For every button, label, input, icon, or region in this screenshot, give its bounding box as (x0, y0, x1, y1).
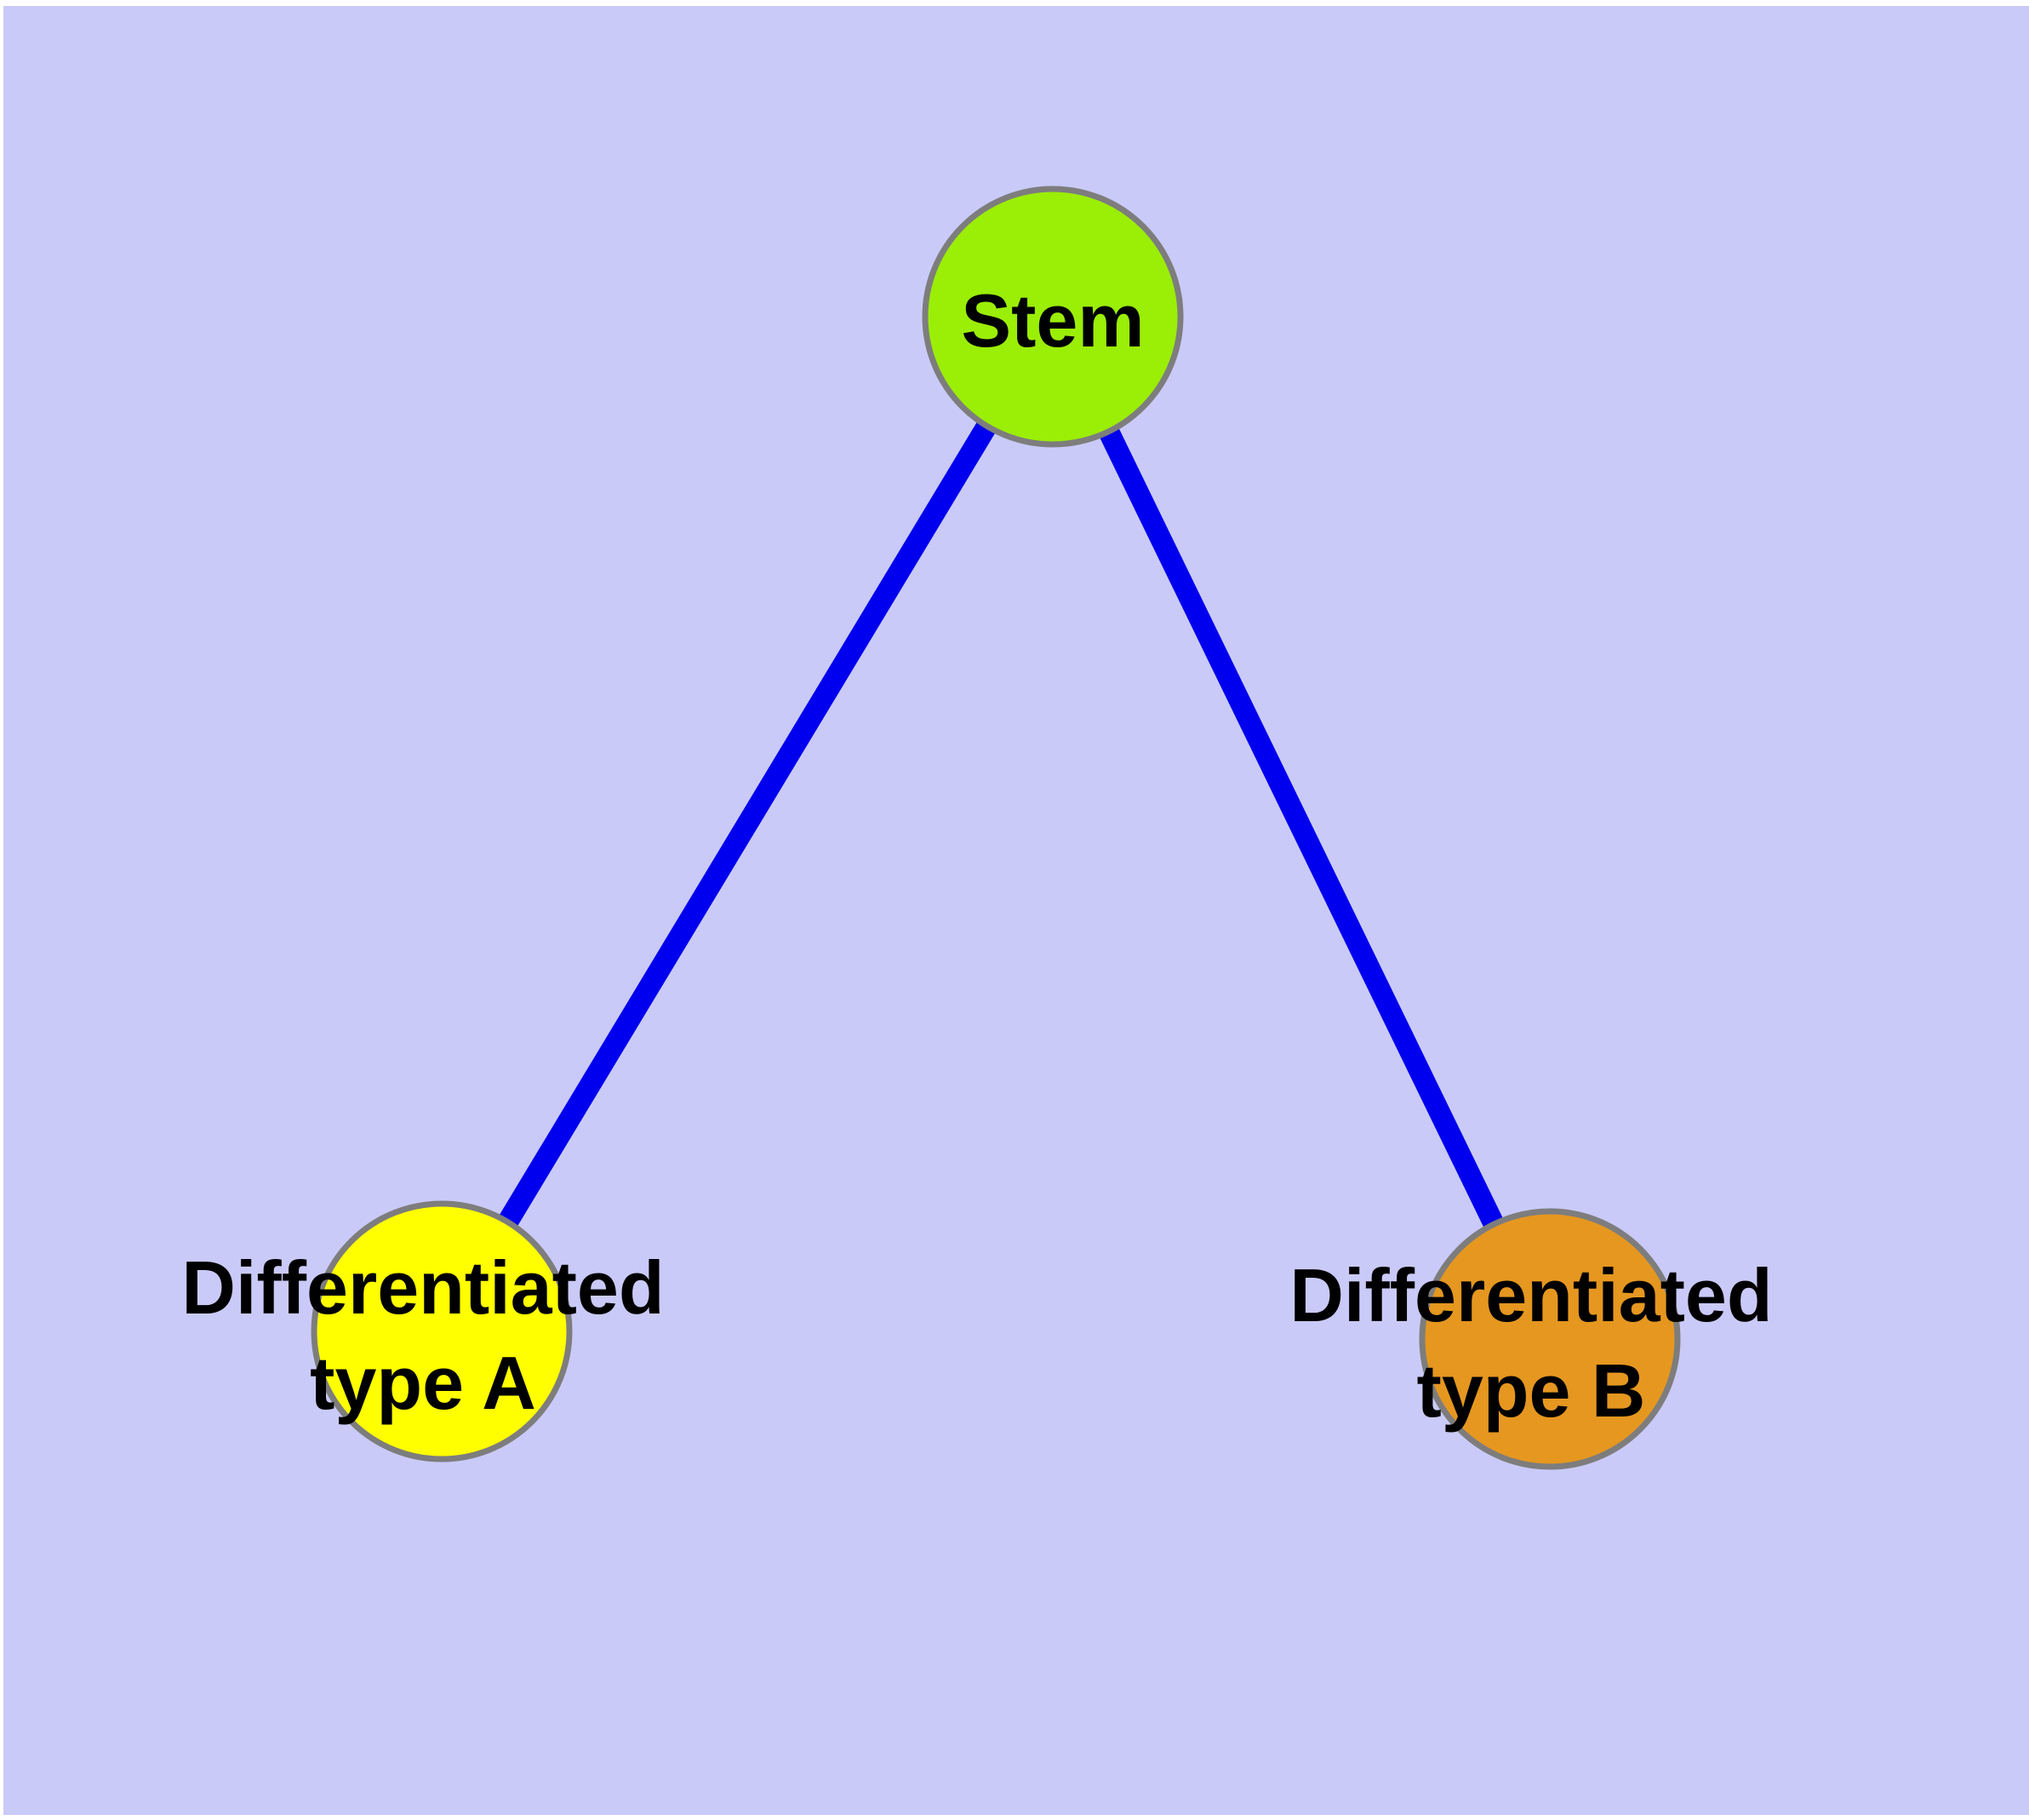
nodes-layer (311, 186, 1681, 1470)
node-stem-label: Stem (961, 278, 1144, 363)
edge-stem-diff-b (1043, 312, 1560, 1344)
node-diff-a-circle (311, 1200, 573, 1462)
node-diff-b-label-line-1: Differentiated (1289, 1253, 1772, 1337)
node-diff-b-label-line-2: type B (1417, 1348, 1646, 1433)
node-diff-a-label-line-2: type A (310, 1341, 536, 1425)
node-diff-a-label: Differentiated type A (181, 1245, 664, 1425)
edge-stem-diff-a (432, 311, 1062, 1337)
node-stem-circle (922, 186, 1184, 448)
node-diff-b-label: Differentiated type B (1289, 1253, 1772, 1433)
node-diff-b-circle (1419, 1208, 1681, 1470)
node-stem-label-line-1: Stem (961, 278, 1144, 363)
edges-layer (432, 311, 1560, 1344)
node-diff-a-label-line-1: Differentiated (181, 1245, 664, 1330)
